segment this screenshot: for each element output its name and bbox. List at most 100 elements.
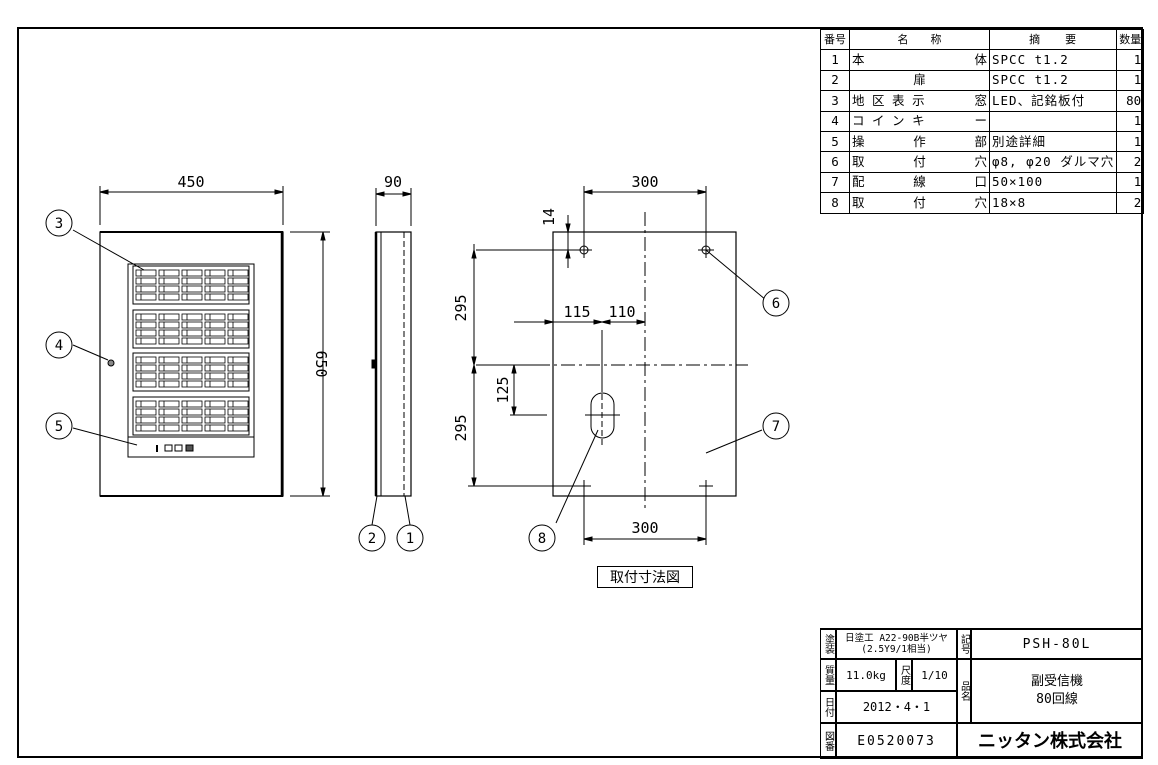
led-segment (204, 313, 226, 321)
hole-offset-right-dim: 110 (608, 303, 635, 321)
led-window (132, 352, 250, 392)
row-name-left: 操 (852, 133, 865, 149)
row-no: 1 (820, 49, 850, 71)
led-segment (135, 329, 157, 337)
led-segment (227, 293, 249, 301)
row-qty: 1 (1116, 69, 1145, 92)
led-segment (181, 285, 203, 293)
led-segment (158, 408, 180, 416)
row-name: 地 区 表 示窓 (849, 90, 990, 112)
led-segment (158, 364, 180, 372)
led-segment (204, 321, 226, 329)
product-name: 副受信機 80回線 (971, 659, 1143, 723)
row-name: 配線口 (849, 171, 990, 194)
header-name: 名 称 (849, 28, 990, 51)
row-name-center: 作 (913, 133, 926, 149)
led-segment (204, 269, 226, 277)
row-no: 2 (820, 69, 850, 92)
led-segment (158, 337, 180, 345)
callout-number: 8 (538, 531, 546, 547)
callout-circle (45, 209, 73, 237)
led-segment (158, 269, 180, 277)
led-segment (181, 356, 203, 364)
row-qty: 1 (1116, 171, 1145, 194)
led-segment (181, 408, 203, 416)
row-no: 6 (820, 151, 850, 173)
led-segment (158, 372, 180, 380)
led-segment (158, 285, 180, 293)
led-segment (204, 285, 226, 293)
led-segment (204, 293, 226, 301)
led-window (132, 396, 250, 436)
hole-offset-left-dim: 115 (563, 303, 590, 321)
row-no: 4 (820, 110, 850, 132)
led-segment (181, 313, 203, 321)
figure-caption: 取付寸法図 (597, 566, 693, 588)
led-segment (204, 380, 226, 388)
row-name-right: ー (974, 113, 987, 129)
led-segment (158, 380, 180, 388)
row-qty: 1 (1116, 130, 1145, 153)
mount-lower-height-dim: 295 (452, 414, 470, 441)
row-name-left: コ イ ン キ (852, 113, 925, 129)
callout-number: 2 (368, 531, 376, 547)
led-segment (181, 424, 203, 432)
model-number: PSH-80L (971, 629, 1143, 659)
row-name: 操作部 (849, 130, 990, 153)
row-name-right: 穴 (974, 194, 987, 210)
led-segment (158, 277, 180, 285)
led-segment (135, 380, 157, 388)
led-segment (181, 372, 203, 380)
led-segment (181, 293, 203, 301)
mount-top-width-dim: 300 (631, 173, 658, 191)
company-logo: ニッタン株式会社 (957, 723, 1143, 759)
led-segment (135, 416, 157, 424)
callout-circle (762, 412, 790, 440)
led-segment (204, 329, 226, 337)
led-segment (204, 424, 226, 432)
led-segment (181, 400, 203, 408)
row-name-left: 本 (852, 52, 865, 68)
mounting-hole-bottom-right (699, 480, 713, 492)
row-name-center: 付 (913, 154, 926, 170)
led-segment (158, 313, 180, 321)
led-segment (181, 329, 203, 337)
row-name: 扉 (849, 69, 990, 92)
row-qty: 1 (1116, 49, 1145, 71)
led-segment (135, 356, 157, 364)
row-name-left: 配 (852, 174, 865, 190)
row-desc (988, 110, 1118, 132)
led-segment (135, 408, 157, 416)
side-depth-dim: 90 (384, 173, 402, 191)
symbol-label: 記号 (957, 629, 971, 659)
led-segment (227, 416, 249, 424)
led-segment (181, 269, 203, 277)
mount-upper-height-dim: 295 (452, 294, 470, 321)
led-segment (158, 416, 180, 424)
product-name-line2: 80回線 (1036, 692, 1078, 707)
row-name-center: 付 (913, 194, 926, 210)
led-segment (135, 400, 157, 408)
callout-circle (528, 524, 556, 552)
row-no: 7 (820, 171, 850, 194)
row-name-left: 地 区 表 示 (852, 92, 925, 108)
led-segment (135, 285, 157, 293)
product-name-line1: 副受信機 (1030, 674, 1083, 689)
led-segment (204, 277, 226, 285)
led-segment (227, 277, 249, 285)
row-name-right: 口 (974, 174, 987, 190)
row-name: コ イ ン キー (849, 110, 990, 132)
date-label: 日付 (820, 691, 836, 723)
led-segment (181, 337, 203, 345)
led-segment (158, 329, 180, 337)
led-segment (135, 269, 157, 277)
led-window (132, 309, 250, 349)
callout-circle (45, 412, 73, 440)
led-segment (181, 321, 203, 329)
led-segment (227, 321, 249, 329)
